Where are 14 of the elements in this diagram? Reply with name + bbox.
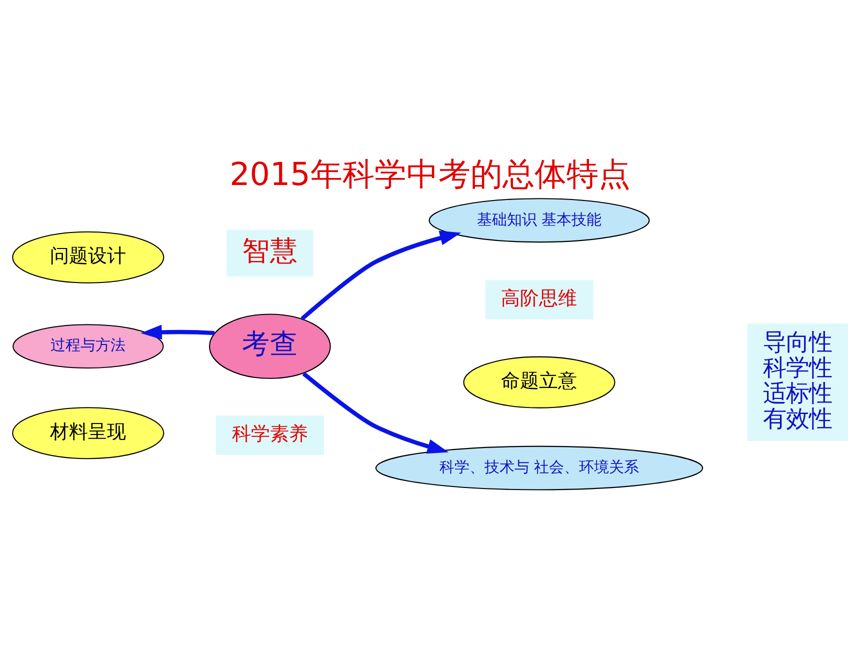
arrow [140,324,215,340]
node-ellipse: 考查 [208,314,331,379]
node-ellipse: 问题设计 [12,231,164,284]
arrow [302,372,449,454]
node-box: 高阶思维 [485,280,594,320]
node-box: 智慧 [226,230,314,276]
node-box: 导向性 科学性 适标性 有效性 [747,324,848,442]
node-box: 科学素养 [216,416,324,455]
node-ellipse: 基础知识 基本技能 [428,198,650,243]
diagram-title: 2015年科学中考的总体特点 [230,156,630,193]
node-ellipse: 科学、技术与 社会、环境关系 [375,446,704,490]
node-ellipse: 命题立意 [463,356,616,408]
node-ellipse: 材料呈现 [12,407,164,460]
arrow [300,230,462,320]
